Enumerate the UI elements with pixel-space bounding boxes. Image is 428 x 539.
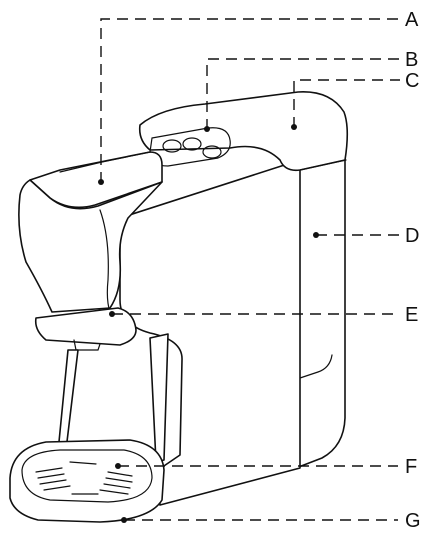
capsule-holder-top	[59, 151, 151, 173]
coffee-outlet	[34, 307, 137, 346]
callout-label-b: B	[405, 49, 418, 71]
cup-arm-left	[57, 349, 79, 453]
callout-label-a: A	[405, 9, 419, 31]
coffee-machine-illustration	[9, 91, 349, 523]
drip-grid	[21, 449, 153, 503]
callout-label-c: C	[405, 70, 419, 92]
callout-leaders	[98, 18, 400, 523]
head-curve	[99, 209, 111, 313]
drip-tray	[9, 439, 165, 523]
button-left-icon	[162, 139, 182, 153]
outlet-nozzle	[73, 339, 101, 351]
lid-seam	[299, 159, 347, 171]
callout-labels: A B C D E F G	[405, 9, 421, 532]
callout-label-f: F	[405, 456, 417, 478]
button-middle-icon	[182, 137, 202, 151]
leader-line-a	[100, 18, 400, 183]
button-right-icon	[202, 145, 222, 159]
callout-label-d: D	[405, 225, 419, 247]
leader-line-b	[206, 58, 400, 130]
cup-arm-right	[149, 333, 169, 463]
leader-line-c	[293, 79, 400, 128]
callout-label-e: E	[405, 304, 418, 326]
brew-head	[18, 179, 163, 313]
callout-label-g: G	[405, 510, 421, 532]
top-lid	[138, 91, 349, 172]
